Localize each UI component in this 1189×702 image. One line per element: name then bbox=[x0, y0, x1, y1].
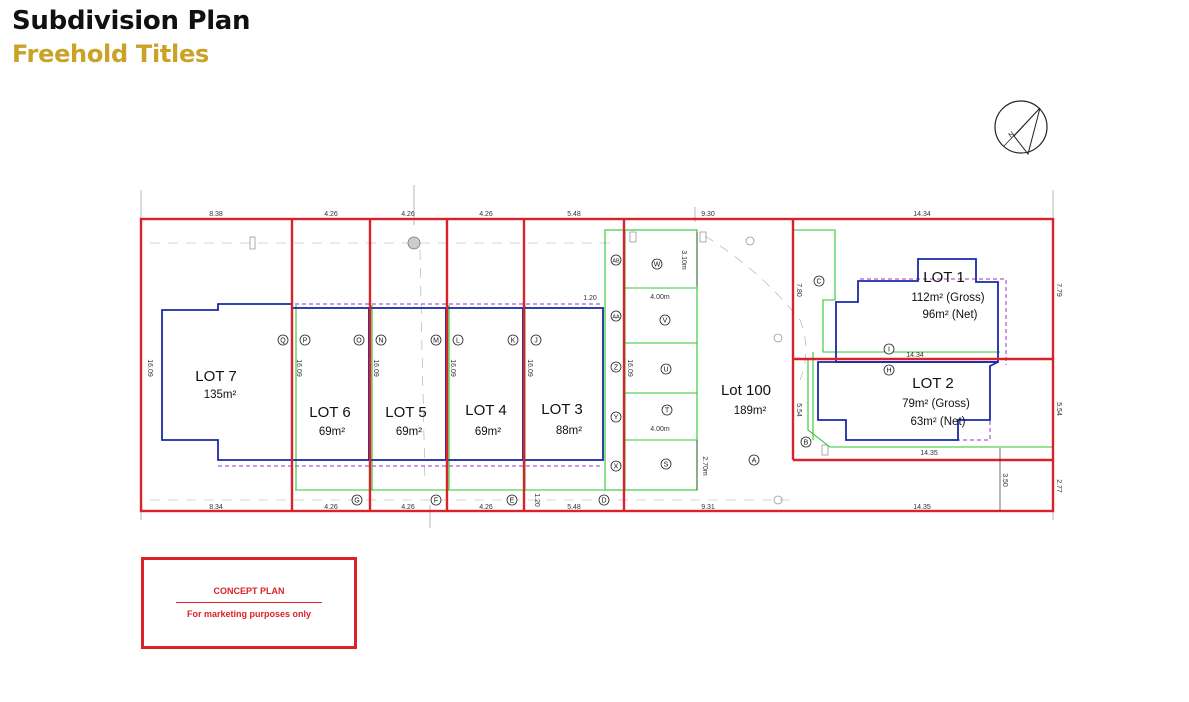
dim-right-bottom: 2.77 bbox=[1055, 479, 1062, 493]
marker-l: L bbox=[456, 338, 460, 345]
page-subtitle: Freehold Titles bbox=[12, 40, 209, 68]
lot-boundaries bbox=[139, 217, 1055, 513]
dim-lot1-bottom: 14.34 bbox=[906, 352, 924, 359]
marker-e: E bbox=[510, 498, 515, 505]
marker-aa: AA bbox=[612, 315, 620, 321]
marker-m: M bbox=[433, 338, 439, 345]
marker-o: O bbox=[356, 338, 362, 345]
lot2-gross: 79m² (Gross) bbox=[902, 398, 970, 410]
dim-depth-lot5: 16.09 bbox=[372, 359, 379, 377]
dim-depth-lot4: 16.09 bbox=[449, 359, 456, 377]
dim-bottom-6: 9.31 bbox=[701, 504, 715, 511]
lot4-label: LOT 4 bbox=[465, 402, 506, 419]
dim-parking-width-bottom: 4.00m bbox=[650, 426, 670, 433]
concept-note: For marketing purposes only bbox=[186, 609, 312, 619]
lot3-label: LOT 3 bbox=[541, 401, 582, 418]
marker-f: F bbox=[434, 498, 438, 505]
dim-offset-bottom: 1.20 bbox=[533, 493, 540, 507]
dim-left: 16.09 bbox=[146, 359, 153, 377]
marker-j: J bbox=[534, 338, 538, 345]
marker-a: A bbox=[752, 458, 757, 465]
lot2-net: 63m² (Net) bbox=[911, 416, 966, 428]
lot1-gross: 112m² (Gross) bbox=[911, 292, 984, 304]
dim-top-7: 14.34 bbox=[913, 211, 931, 218]
concept-heading: CONCEPT PLAN bbox=[213, 586, 285, 596]
dim-right-top: 7.79 bbox=[1055, 283, 1062, 297]
lot7-label: LOT 7 bbox=[195, 368, 236, 385]
marker-h: H bbox=[886, 368, 891, 375]
marker-n: N bbox=[378, 338, 383, 345]
dim-bottom-5: 5.48 bbox=[567, 504, 581, 511]
lot7-area: 135m² bbox=[204, 389, 237, 401]
survey-marker-circles bbox=[277, 254, 895, 506]
dim-top-5: 5.48 bbox=[567, 211, 581, 218]
dim-offset-top: 1.20 bbox=[583, 295, 597, 302]
marker-c: C bbox=[816, 279, 821, 286]
dim-top-4: 4.26 bbox=[479, 211, 493, 218]
marker-v: V bbox=[663, 318, 668, 325]
marker-q: Q bbox=[280, 338, 286, 345]
marker-d: D bbox=[601, 498, 606, 505]
dim-lot1-side: 7.80 bbox=[795, 283, 802, 297]
marker-t: T bbox=[665, 408, 670, 415]
access-dimension-line bbox=[696, 232, 1001, 511]
lot6-label: LOT 6 bbox=[309, 404, 350, 421]
dim-bottom-3: 4.26 bbox=[401, 504, 415, 511]
marker-z: Z bbox=[614, 365, 619, 372]
service-structures bbox=[249, 231, 829, 505]
dim-bottom-4: 4.26 bbox=[479, 504, 493, 511]
dim-parking-width-top: 4.00m bbox=[650, 294, 670, 301]
lot5-label: LOT 5 bbox=[385, 404, 426, 421]
lot1-label: LOT 1 bbox=[923, 269, 964, 286]
marker-g: G bbox=[354, 498, 359, 505]
marker-ab: AB bbox=[612, 259, 620, 265]
lot100-area: 189m² bbox=[734, 405, 767, 417]
lot2-label: LOT 2 bbox=[912, 375, 953, 392]
lot5-area: 69m² bbox=[396, 426, 422, 438]
lot4-area: 69m² bbox=[475, 426, 501, 438]
dim-parking-depth-top: 3.10m bbox=[680, 250, 687, 270]
lot1-net: 96m² (Net) bbox=[923, 309, 978, 321]
dim-right-mid: 5.54 bbox=[1055, 402, 1062, 416]
marker-s: S bbox=[664, 462, 669, 469]
dim-parking-depth-bottom: 2.70m bbox=[701, 456, 708, 476]
dim-access-width: 3.50 bbox=[1001, 473, 1008, 487]
dim-top-1: 8.38 bbox=[209, 211, 223, 218]
dim-depth-parking: 16.09 bbox=[626, 359, 633, 377]
marker-i: I bbox=[888, 347, 890, 354]
easement-lines bbox=[295, 229, 1052, 491]
dim-lot2-bottom: 14.35 bbox=[920, 450, 938, 457]
dim-lot2-side: 5.54 bbox=[795, 403, 802, 417]
dim-bottom-2: 4.26 bbox=[324, 504, 338, 511]
marker-k: K bbox=[511, 338, 516, 345]
marker-y: Y bbox=[614, 415, 619, 422]
concept-plan-box: CONCEPT PLAN For marketing purposes only bbox=[141, 557, 357, 649]
dim-bottom-7: 14.35 bbox=[913, 504, 931, 511]
dim-depth-lot3: 16.09 bbox=[526, 359, 533, 377]
marker-p: P bbox=[303, 338, 308, 345]
page-title: Subdivision Plan bbox=[12, 6, 251, 36]
marker-x: X bbox=[614, 464, 619, 471]
lot100-label: Lot 100 bbox=[721, 382, 771, 399]
marker-u: U bbox=[663, 367, 668, 374]
north-label: N bbox=[1008, 131, 1016, 140]
dim-depth-lot6: 16.09 bbox=[295, 359, 302, 377]
concept-divider bbox=[176, 602, 322, 603]
dim-bottom-1: 8.34 bbox=[209, 504, 223, 511]
lot6-area: 69m² bbox=[319, 426, 345, 438]
marker-w: W bbox=[654, 262, 661, 269]
north-arrow-icon: N bbox=[994, 100, 1048, 156]
dim-top-2: 4.26 bbox=[324, 211, 338, 218]
marker-b: B bbox=[804, 440, 809, 447]
dim-top-6: 9.30 bbox=[701, 211, 715, 218]
dim-top-3: 4.26 bbox=[401, 211, 415, 218]
lot3-area: 88m² bbox=[556, 425, 582, 437]
